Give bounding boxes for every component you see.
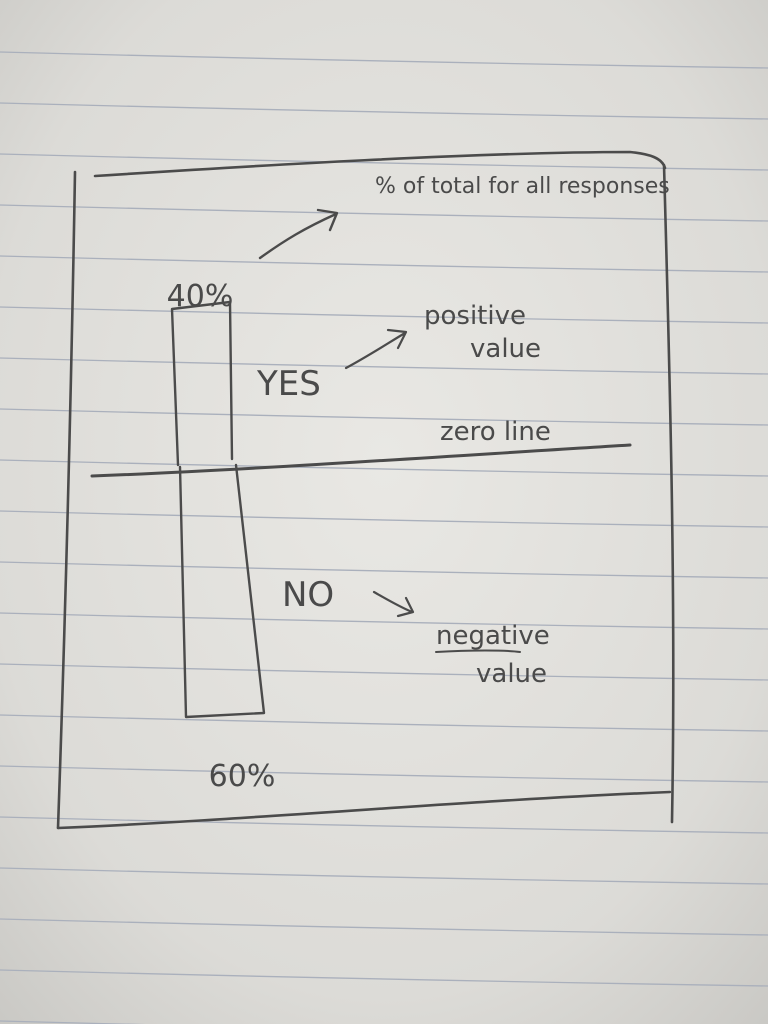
ruled-line (0, 816, 768, 834)
ruled-line (0, 765, 768, 783)
bar-yes-value-label: 40% (167, 279, 234, 314)
ruled-line (0, 612, 768, 630)
frame-bottom (56, 790, 672, 830)
ruled-line (0, 918, 768, 936)
frame-left (56, 170, 77, 830)
ruled-line (0, 153, 768, 171)
ruled-line (0, 408, 768, 426)
ruled-line (0, 102, 768, 120)
ruled-line (0, 969, 768, 987)
positive-note-line2: value (470, 334, 541, 364)
positive-arrow (344, 328, 408, 370)
ruled-line (0, 306, 768, 324)
ruled-line (0, 51, 768, 69)
axis-note: % of total for all responses (375, 174, 670, 199)
zero-line (90, 443, 632, 478)
negative-underline (435, 649, 521, 653)
ruled-line (0, 561, 768, 579)
ruled-line (0, 867, 768, 885)
bar-no (178, 463, 266, 719)
sketch-chart: 40% 60% YES NO % of total for all respon… (56, 150, 675, 830)
zero-line-label: zero line (440, 417, 551, 447)
frame-top (93, 150, 667, 178)
positive-note-line1: positive (424, 301, 526, 331)
category-label-yes: YES (256, 364, 321, 404)
ruled-line (0, 663, 768, 681)
axis-note-arrow (258, 208, 339, 260)
bar-no-value-label: 60% (209, 759, 276, 794)
frame-right (662, 163, 675, 824)
negative-arrow (372, 590, 415, 618)
ruled-line (0, 357, 768, 375)
ruled-lines (0, 51, 768, 1024)
ruled-line (0, 204, 768, 222)
category-label-no: NO (282, 575, 334, 615)
bar-yes (170, 300, 234, 467)
ruled-line (0, 255, 768, 273)
negative-note-line2: value (476, 659, 547, 689)
ruled-line (0, 510, 768, 528)
ruled-line (0, 459, 768, 477)
negative-note-line1: negative (436, 621, 550, 651)
ruled-line (0, 714, 768, 732)
